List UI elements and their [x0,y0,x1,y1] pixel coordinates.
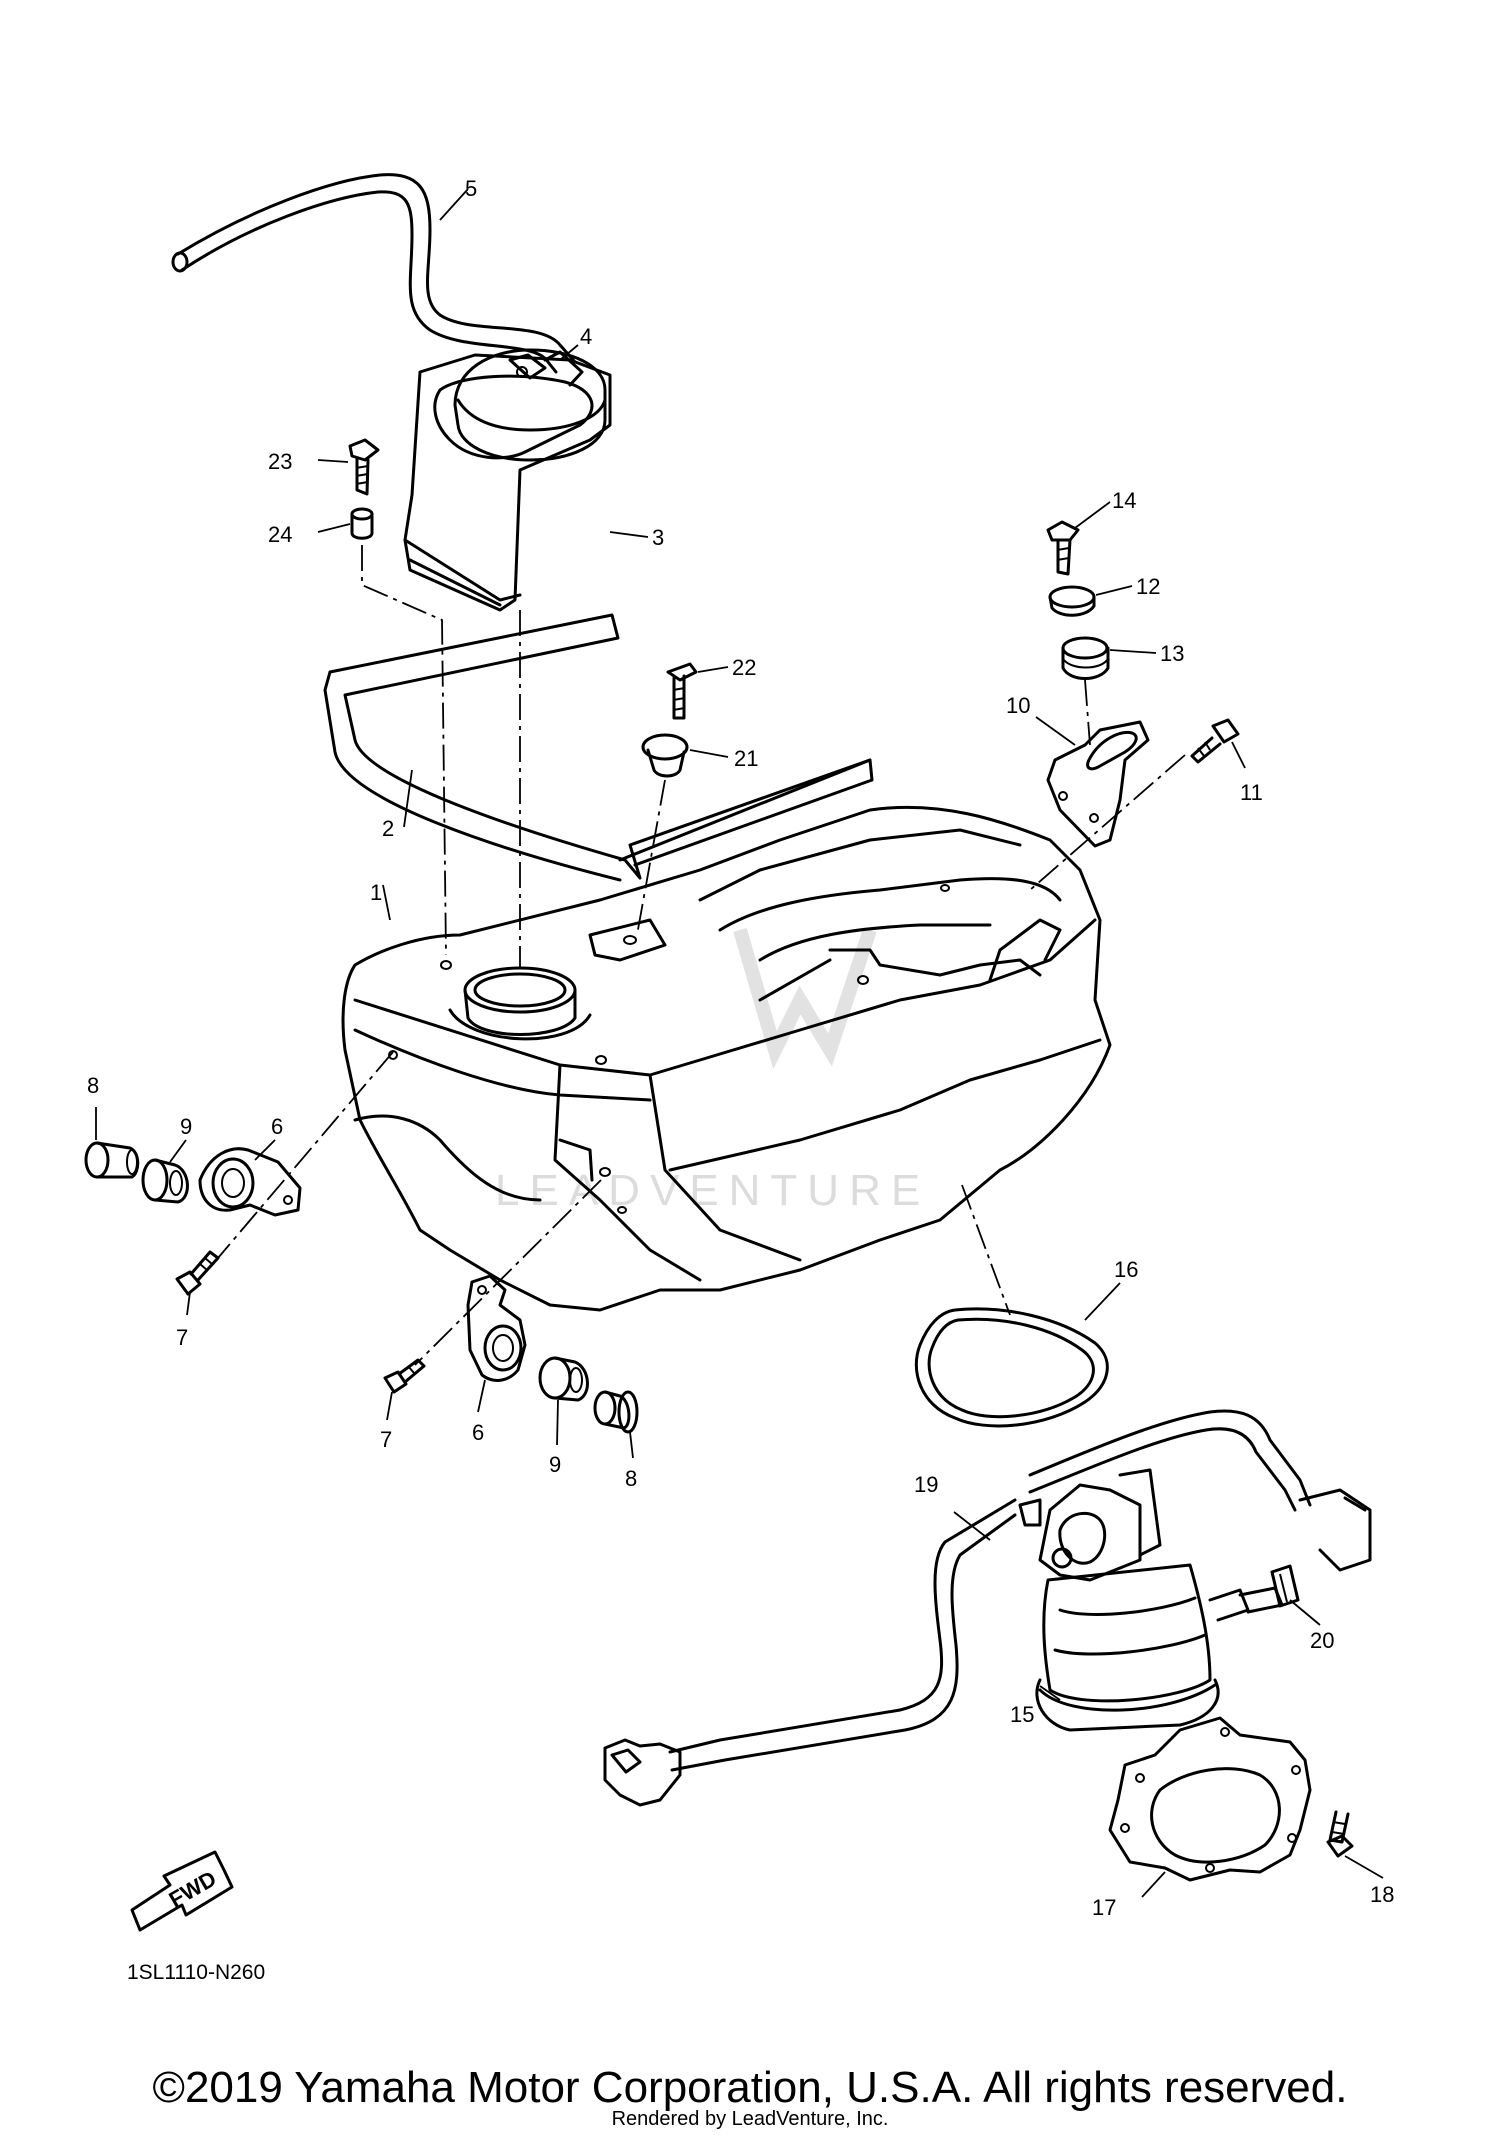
alignment-lines [217,545,1186,1366]
callout-24: 24 [268,522,292,547]
callout-7-center: 7 [380,1427,392,1452]
callout-3: 3 [652,525,664,550]
screw-22 [666,662,698,720]
bolt-7-center [383,1358,426,1394]
callout-6-left: 6 [271,1114,283,1139]
callout-6-center: 6 [472,1420,484,1445]
breather-hose [171,173,577,374]
callout-9-left: 9 [180,1114,192,1139]
diagram-code: 1SL1110-N260 [127,1961,265,1984]
callout-20: 20 [1310,1628,1334,1653]
bolt-11 [1190,718,1240,764]
callout-1: 1 [370,880,382,905]
fwd-arrow: FWD [130,1850,234,1932]
callout-23: 23 [268,449,292,474]
callout-4: 4 [580,324,592,349]
leader-lines [95,188,1384,1898]
bracket-6-center [466,1274,527,1382]
tank-damper [323,613,874,882]
copyright-notice: ©2019 Yamaha Motor Corporation, U.S.A. A… [152,2063,1348,2112]
bracket-10 [1046,720,1150,848]
bolt-18 [1326,1810,1354,1858]
bolt-14 [1046,520,1080,576]
collar-12 [1048,585,1096,617]
callout-21: 21 [734,746,758,771]
callout-18: 18 [1370,1882,1394,1907]
collar-8-left [84,1141,140,1179]
grommet-9-left [141,1158,189,1204]
watermark: LEADVENTURE [495,927,930,1215]
callout-12: 12 [1136,574,1160,599]
callout-19: 19 [914,1472,938,1497]
rendered-by: Rendered by LeadVenture, Inc. [611,2108,889,2130]
callout-8-center: 8 [625,1466,637,1491]
grommet-21 [641,733,689,778]
callout-14: 14 [1112,488,1136,513]
fuel-hose [603,1409,1372,1807]
fuel-pump [1018,1468,1284,1732]
callout-numbers: 5 4 23 24 3 2 1 22 21 14 12 13 10 11 8 9… [87,176,1394,1920]
grommet-13 [1061,636,1110,680]
hose-clamp [1270,1564,1300,1608]
callout-8-left: 8 [87,1073,99,1098]
callout-22: 22 [732,655,756,680]
bracket-6-left [198,1147,302,1217]
callout-17: 17 [1092,1895,1116,1920]
callout-11: 11 [1240,780,1263,805]
callout-15: 15 [1010,1702,1034,1727]
bolt-23 [348,438,380,496]
filler-ring [403,353,612,612]
retainer-plate [1108,1716,1312,1882]
callout-16: 16 [1114,1257,1138,1282]
collar-8-center [593,1390,639,1434]
collar-24 [350,507,374,540]
fuel-tank [341,805,1112,1312]
callout-13: 13 [1160,641,1184,666]
callout-2: 2 [382,816,394,841]
callout-7-left: 7 [176,1325,188,1350]
pump-gasket [914,1307,1109,1428]
grommet-9-center [538,1356,589,1402]
callout-5: 5 [465,176,477,201]
callout-9-center: 9 [549,1452,561,1477]
callout-10: 10 [1006,693,1030,718]
bolt-7-left [175,1250,220,1296]
watermark-text: LEADVENTURE [495,1166,930,1215]
